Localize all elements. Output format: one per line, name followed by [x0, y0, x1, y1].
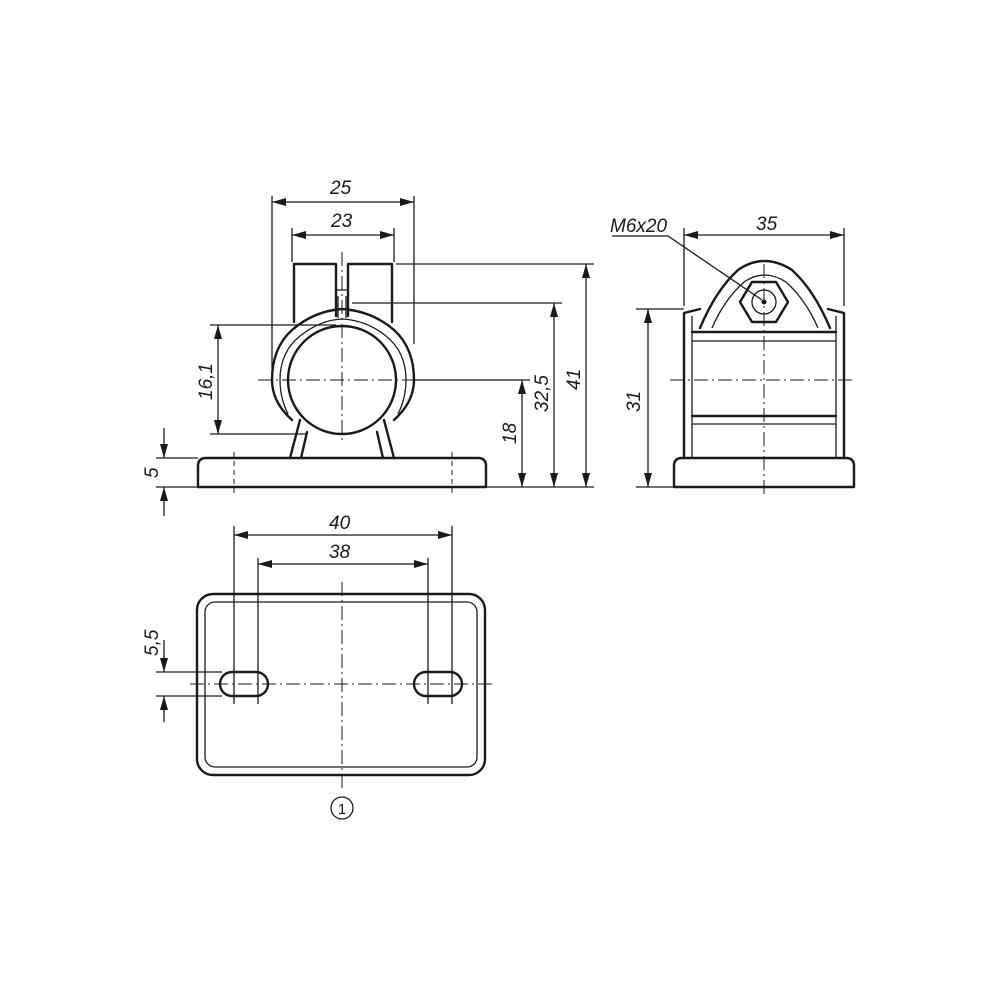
side-base	[672, 456, 856, 489]
front-left-leg	[288, 418, 302, 460]
screw-label: M6x20	[610, 216, 667, 237]
dim-side-width: 35	[756, 214, 778, 235]
front-right-lug	[346, 262, 394, 324]
front-ring-band	[279, 318, 407, 415]
callout-circle	[330, 796, 354, 820]
side-view: 35 31 M6x20	[610, 214, 856, 494]
side-clamp-arch	[698, 259, 832, 330]
front-right-leg-inner	[375, 430, 385, 460]
dim-slot-width: 5,5	[142, 629, 163, 656]
top-view: 40 38 5,5 1	[142, 513, 496, 820]
screw-leader	[612, 235, 763, 301]
dim-width-inner: 23	[330, 211, 353, 232]
dim-top-height: 32,5	[532, 375, 553, 412]
side-body-inner	[691, 316, 837, 458]
front-left-leg-inner	[299, 430, 309, 460]
dim-center-height: 18	[500, 422, 521, 444]
dim-total-height: 41	[564, 369, 585, 390]
front-view: 25 23 16,1 18 32,5 41 5	[142, 178, 594, 516]
top-extension-lines	[156, 526, 453, 704]
front-left-lug	[292, 262, 338, 324]
dim-side-height: 31	[624, 391, 645, 412]
dim-bore-diameter: 16,1	[196, 363, 217, 400]
top-plate-inner	[204, 601, 478, 768]
front-extension-lines	[156, 196, 594, 488]
side-body	[682, 307, 846, 460]
screw-hex-icon	[738, 280, 790, 324]
front-base-plate	[196, 456, 488, 489]
callout-number: 1	[338, 801, 346, 818]
dim-base-thickness: 5	[142, 467, 163, 478]
dim-width-outer: 25	[329, 178, 352, 199]
dim-hole-spacing-outer: 40	[329, 513, 351, 534]
front-right-leg	[382, 418, 396, 460]
dim-hole-spacing-inner: 38	[329, 542, 351, 563]
side-extension-lines	[636, 228, 845, 488]
